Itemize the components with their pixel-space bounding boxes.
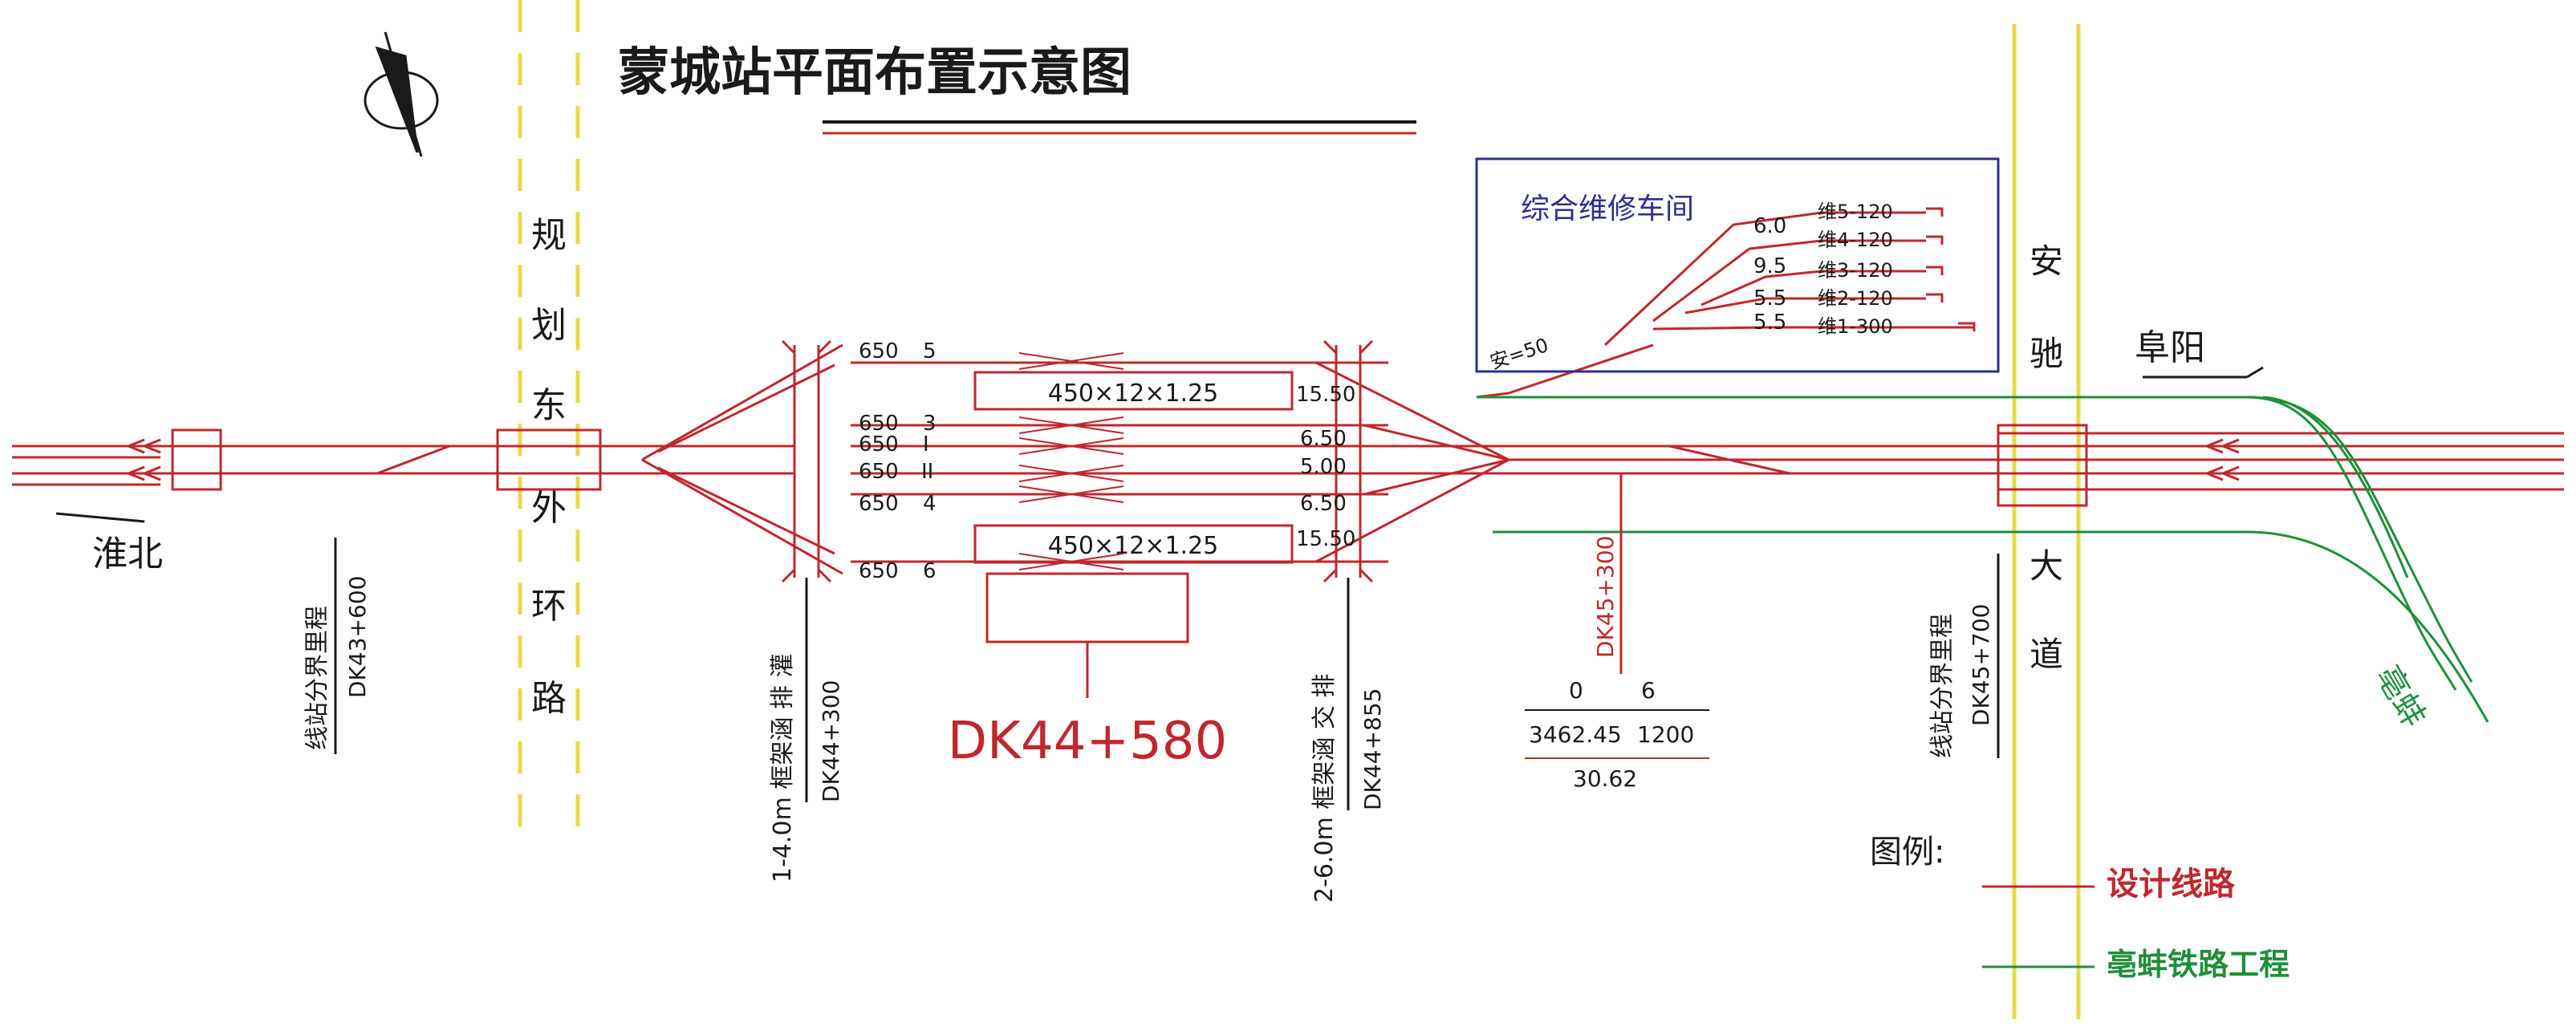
- svg-text:维4-120: 维4-120: [1818, 229, 1893, 251]
- track-number: 4: [923, 492, 937, 516]
- track-labels: 650 5 650 3 650 I 650 II 650 4 650 6: [859, 339, 937, 583]
- depot-tracks: [1603, 207, 1976, 347]
- track-number: 3: [923, 412, 937, 436]
- culvert-west-value: DK44+300: [818, 680, 844, 802]
- svg-text:1200: 1200: [1637, 721, 1694, 748]
- ring-road-bridge: [496, 428, 602, 491]
- svg-text:5.5: 5.5: [1753, 311, 1786, 335]
- svg-text:5.00: 5.00: [1300, 455, 1347, 479]
- boundary-east-label: 线站分界里程: [1928, 614, 1956, 758]
- boundary-west-value: DK43+600: [344, 576, 371, 698]
- road-char: 划: [531, 305, 567, 346]
- main-lines: [12, 343, 2564, 575]
- svg-text:阜阳: 阜阳: [2135, 327, 2205, 368]
- west-boundary-box: [171, 428, 222, 491]
- anchi-road-name: 安 驰 大 道: [2030, 242, 2063, 674]
- anchi-road-bridge: [1997, 424, 2088, 507]
- svg-text:3462.45: 3462.45: [1529, 721, 1622, 748]
- curve-table: 0 6 3462.45 1200 30.62: [1525, 677, 1709, 792]
- svg-text:维3-120: 维3-120: [1818, 259, 1893, 282]
- boundary-west-label: 线站分界里程: [303, 606, 331, 750]
- north-arrow-icon: [364, 31, 439, 157]
- platforms: [973, 371, 1294, 698]
- legend-title: 图例:: [1870, 834, 1944, 871]
- track-length: 650: [859, 412, 899, 436]
- svg-text:维2-120: 维2-120: [1818, 287, 1893, 310]
- svg-text:15.50: 15.50: [1296, 527, 1355, 551]
- legend-label-design: 设计线路: [2107, 866, 2236, 903]
- track-number: II: [921, 460, 933, 484]
- track-number: I: [923, 432, 929, 457]
- boundary-east-value: DK45+700: [1968, 604, 1994, 726]
- svg-text:6.50: 6.50: [1300, 427, 1347, 451]
- svg-text:6.0: 6.0: [1753, 214, 1786, 238]
- road-char: 环: [531, 586, 567, 627]
- culvert-east-label: 2-6.0m 框架涵 交 排: [1310, 674, 1339, 903]
- road-char: 道: [2030, 635, 2063, 674]
- track-length: 650: [859, 559, 899, 583]
- road-char: 外: [531, 488, 567, 529]
- track-length: 650: [859, 460, 899, 484]
- depot-track-labels: 维5-120 维4-120 维3-120 维2-120 维1-300: [1818, 201, 1893, 338]
- track-number: 5: [923, 339, 937, 363]
- anchi-road: [2012, 24, 2081, 1019]
- depot-frame: [1475, 157, 2000, 373]
- platform-1-size: 450×12×1.25: [1048, 380, 1219, 408]
- svg-text:维5-120: 维5-120: [1818, 201, 1893, 223]
- road-char: 大: [2030, 546, 2063, 586]
- crossing-marks: [1018, 352, 1124, 570]
- platform-2: [973, 524, 1294, 564]
- svg-text:30.62: 30.62: [1573, 765, 1637, 792]
- depot-spacings: 6.0 9.5 5.5 5.5: [1753, 214, 1786, 335]
- platform-1: [973, 371, 1294, 411]
- track-length: 650: [859, 492, 899, 516]
- road-char: 路: [531, 678, 567, 719]
- road-char: 东: [531, 385, 567, 426]
- direction-arrows: [124, 438, 2240, 481]
- svg-text:5.5: 5.5: [1753, 286, 1786, 311]
- svg-text:6: 6: [1641, 677, 1656, 704]
- track-number: 6: [923, 559, 937, 583]
- svg-text:0: 0: [1569, 677, 1583, 704]
- culvert-east: [1323, 339, 1374, 583]
- east-distances: 15.50 6.50 5.00 6.50 15.50: [1296, 383, 1355, 551]
- road-char: 安: [2030, 242, 2063, 281]
- road-char: 驰: [2030, 334, 2063, 373]
- legend-label-bobeng: 亳蚌铁路工程: [2107, 947, 2290, 982]
- station-center-mileage: DK44+580: [948, 712, 1227, 771]
- ring-road: [518, 0, 580, 842]
- culvert-east-value: DK44+855: [1359, 688, 1386, 810]
- ring-road-name: 规 划 东 外 环 路: [531, 215, 567, 719]
- station-building: [985, 572, 1189, 643]
- culvert-west-label: 1-4.0m 框架涵 排 灌: [769, 654, 797, 883]
- depot-safety-line: 安=50: [1487, 334, 1551, 374]
- track-length: 650: [859, 339, 899, 363]
- platform-2-size: 450×12×1.25: [1048, 532, 1219, 560]
- west-direction: 淮北: [55, 512, 163, 574]
- svg-text:9.5: 9.5: [1753, 254, 1786, 278]
- bobeng-lines: [1477, 396, 2489, 723]
- bobeng-line-label: 亳蚌: [2368, 660, 2432, 733]
- diagram-title: 蒙城站平面布置示意图: [618, 43, 1132, 103]
- east-direction: 阜阳: [2135, 327, 2264, 379]
- svg-text:15.50: 15.50: [1296, 383, 1355, 407]
- track-length: 650: [859, 432, 899, 457]
- svg-text:淮北: 淮北: [92, 534, 163, 574]
- curve-point-value: DK45+300: [1592, 536, 1619, 658]
- legend: 图例: 设计线路 亳蚌铁路工程: [1870, 834, 2290, 982]
- depot-title: 综合维修车间: [1521, 193, 1694, 225]
- svg-text:维1-300: 维1-300: [1818, 315, 1893, 338]
- svg-text:6.50: 6.50: [1300, 492, 1347, 516]
- culvert-west: [781, 339, 832, 583]
- road-char: 规: [531, 215, 567, 256]
